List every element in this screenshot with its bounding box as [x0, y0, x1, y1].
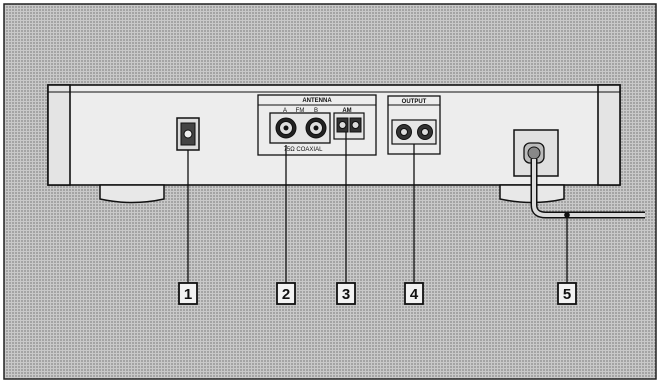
fm-antenna-jack-a[interactable]: [275, 117, 297, 139]
output-jack-left[interactable]: [396, 124, 412, 140]
output-label: OUTPUT: [402, 99, 427, 105]
callout-2: 2: [276, 282, 296, 305]
output-section: OUTPUT: [387, 95, 441, 155]
callout-4: 4: [404, 282, 424, 305]
callout-5: 5: [557, 282, 577, 305]
antenna-section: ANTENNA A FM B AM 75Ω COAXIAL: [257, 94, 377, 156]
coaxial-label: 75Ω COAXIAL: [284, 147, 323, 153]
leader-lines: [187, 132, 570, 283]
am-label: AM: [342, 108, 351, 114]
callout-1: 1: [178, 282, 198, 305]
antenna-label: ANTENNA: [302, 98, 332, 104]
fm-a-label: A: [283, 108, 287, 114]
fm-label: FM: [296, 108, 305, 114]
am-antenna-terminals[interactable]: [336, 117, 362, 133]
power-cord: [513, 129, 645, 219]
output-jack-right[interactable]: [417, 124, 433, 140]
svg-text:3: 3: [342, 286, 350, 303]
svg-text:4: 4: [410, 286, 419, 303]
svg-text:2: 2: [282, 286, 290, 303]
fm-antenna-jack-b[interactable]: [305, 117, 327, 139]
fm-b-label: B: [314, 108, 318, 114]
svg-text:1: 1: [184, 286, 192, 303]
voltage-selector-switch[interactable]: [176, 117, 200, 151]
callout-3: 3: [336, 282, 356, 305]
chassis-feet: [99, 184, 565, 204]
svg-text:5: 5: [563, 286, 571, 303]
